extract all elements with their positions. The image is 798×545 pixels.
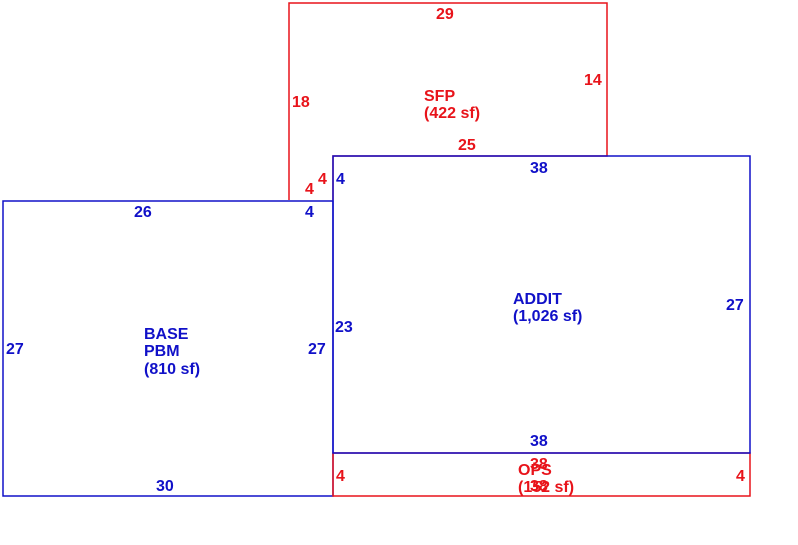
ops-dim-top: 38 xyxy=(530,456,548,473)
addit-dim-left: 23 xyxy=(335,319,353,336)
addit-area: (1,026 sf) xyxy=(513,308,582,325)
addit-dim-right: 27 xyxy=(726,297,744,314)
ops-dim-right: 4 xyxy=(736,468,745,485)
base-dim-top: 26 xyxy=(134,204,152,221)
base-name: BASE xyxy=(144,326,189,343)
base-name-2: PBM xyxy=(144,343,180,360)
sfp-area: (422 sf) xyxy=(424,105,480,122)
addit-name: ADDIT xyxy=(513,291,562,308)
addit-outline xyxy=(332,155,751,454)
ops-area: (152 sf) xyxy=(518,479,574,496)
sfp-dim-step-b: 4 xyxy=(318,171,327,188)
ops-dim-left: 4 xyxy=(336,468,345,485)
sfp-name: SFP xyxy=(424,88,455,105)
addit-dim-left-top: 4 xyxy=(336,171,345,188)
ops-name: OPS xyxy=(518,462,552,479)
addit-dim-top: 38 xyxy=(530,160,548,177)
sfp-dim-left: 18 xyxy=(292,94,310,111)
base-dim-left: 27 xyxy=(6,341,24,358)
ops-dim-bottom: 38 xyxy=(530,478,548,495)
base-dim-right: 27 xyxy=(308,341,326,358)
base-dim-top-right: 4 xyxy=(305,204,314,221)
sfp-dim-top: 29 xyxy=(436,6,454,23)
base-dim-bottom: 30 xyxy=(156,478,174,495)
sfp-dim-step-a: 4 xyxy=(305,181,314,198)
sfp-dim-right: 14 xyxy=(584,72,602,89)
sfp-dim-bottom: 25 xyxy=(458,137,476,154)
base-area: (810 sf) xyxy=(144,361,200,378)
addit-dim-bottom: 38 xyxy=(530,433,548,450)
